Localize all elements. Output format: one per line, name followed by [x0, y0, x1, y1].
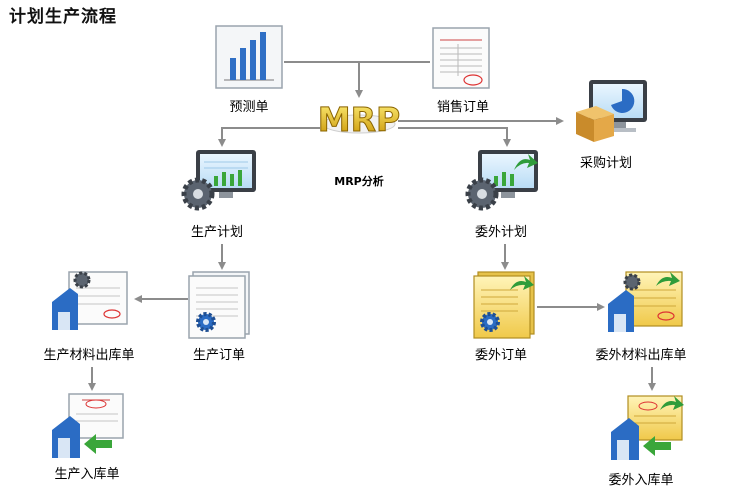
- mrp-logo-icon: MRP: [317, 100, 400, 140]
- warehouse-yellow-inbound-icon: [611, 395, 684, 460]
- node-sales-order[interactable]: 销售订单: [432, 27, 490, 115]
- warehouse-inbound-icon: [52, 393, 124, 458]
- outsource-order-label: 委外订单: [475, 348, 527, 363]
- production-plan-label: 生产计划: [191, 225, 243, 240]
- monitor-box-icon: [576, 80, 647, 142]
- node-production-plan[interactable]: 生产计划: [181, 150, 256, 240]
- production-order-label: 生产订单: [193, 348, 245, 363]
- sales-order-label: 销售订单: [437, 99, 489, 115]
- yellow-document-gear-icon: [473, 271, 535, 339]
- monitor-gear-arrow-icon: [465, 150, 538, 211]
- outsource-plan-label: 委外计划: [475, 225, 527, 240]
- node-outsource-plan[interactable]: 委外计划: [465, 150, 538, 240]
- node-outsource-material-out[interactable]: 委外材料出库单: [595, 271, 687, 363]
- mrp-label: MRP分析: [334, 174, 383, 188]
- node-forecast[interactable]: 预测单: [215, 25, 283, 115]
- outsource-in-label: 委外入库单: [608, 472, 673, 488]
- connector-mrp-production-plan: [218, 127, 320, 147]
- production-material-out-label: 生产材料出库单: [43, 347, 134, 363]
- node-purchase-plan[interactable]: 采购计划: [576, 80, 647, 171]
- bar-chart-report-icon: [215, 25, 283, 89]
- connector-mrp-outsource-plan: [398, 127, 511, 147]
- monitor-gear-icon: [181, 150, 256, 211]
- outsource-material-out-label: 委外材料出库单: [595, 347, 686, 363]
- production-in-label: 生产入库单: [54, 466, 119, 482]
- forecast-label: 预测单: [229, 100, 268, 115]
- node-production-material-out[interactable]: 生产材料出库单: [43, 271, 135, 363]
- purchase-plan-label: 采购计划: [580, 155, 632, 171]
- node-outsource-order[interactable]: 委外订单: [473, 271, 535, 363]
- warehouse-document-icon: [52, 271, 128, 330]
- page-title: 计划生产流程: [9, 7, 117, 27]
- document-gear-icon: [188, 271, 250, 339]
- document-form-icon: [432, 27, 490, 89]
- node-production-in[interactable]: 生产入库单: [52, 393, 124, 482]
- connector-lines: [88, 61, 656, 391]
- node-mrp[interactable]: MRP MRP分析: [317, 100, 400, 189]
- warehouse-yellow-document-icon: [608, 271, 683, 332]
- node-outsource-in[interactable]: 委外入库单: [608, 395, 684, 488]
- mrp-logo-text: MRP: [318, 100, 400, 139]
- node-production-order[interactable]: 生产订单: [188, 271, 250, 363]
